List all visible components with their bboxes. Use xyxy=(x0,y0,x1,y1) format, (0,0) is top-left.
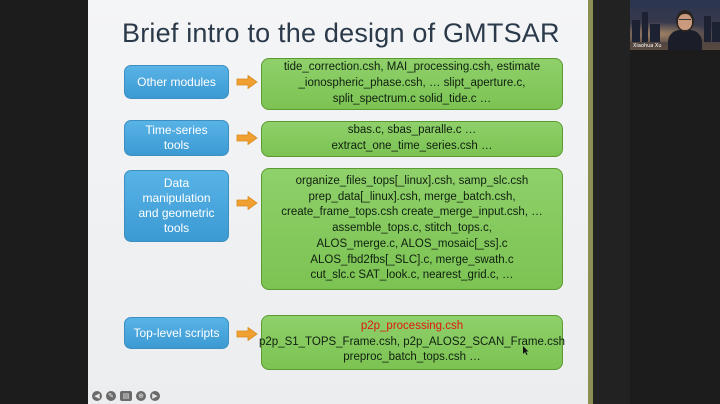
content-line: cut_slc.c SAT_look.c, nearest_grid.c, … xyxy=(310,269,514,282)
participant-avatar xyxy=(678,14,692,30)
video-background xyxy=(704,16,711,42)
content-line: preproc_batch_tops.csh … xyxy=(343,351,481,364)
presentation-slide: Brief intro to the design of GMTSAR Othe… xyxy=(88,0,593,404)
content-top-level-scripts: p2p_processing.csh p2p_S1_TOPS_Frame.csh… xyxy=(259,315,565,370)
video-background xyxy=(642,12,648,42)
content-time-series-tools: sbas.c, sbas_paralle.c … extract_one_tim… xyxy=(261,121,563,157)
participant-name: Xiaohua Xu xyxy=(633,43,662,49)
content-line: _ionospheric_phase.csh, … slipt_aperture… xyxy=(298,77,526,90)
content-data-manipulation: organize_files_tops[_linux].csh, samp_sl… xyxy=(261,168,563,290)
slideshow-toolbar: ◀ ✎ ▤ ⊕ ▶ xyxy=(88,389,160,403)
arrow-right-icon xyxy=(236,327,258,341)
content-line: organize_files_tops[_linux].csh, samp_sl… xyxy=(295,175,529,188)
slide-title: Brief intro to the design of GMTSAR xyxy=(122,18,560,48)
pen-icon[interactable]: ✎ xyxy=(106,391,116,401)
content-line: ALOS_merge.c, ALOS_mosaic[_ss].c xyxy=(316,237,508,250)
next-icon[interactable]: ▶ xyxy=(150,391,160,401)
category-top-level-scripts: Top-level scripts xyxy=(124,317,229,349)
mouse-cursor-icon xyxy=(523,346,529,355)
arrow-right-icon xyxy=(236,131,258,145)
content-line: create_frame_tops.csh create_merge_input… xyxy=(281,206,543,219)
arrow-right-icon xyxy=(236,196,258,210)
prev-icon[interactable]: ◀ xyxy=(92,391,102,401)
participant-video-tile[interactable]: Xiaohua Xu xyxy=(630,0,720,50)
category-data-manipulation: Data manipulation and geometric tools xyxy=(124,170,229,242)
video-background xyxy=(650,24,660,42)
participant-avatar xyxy=(679,19,691,22)
content-line: split_spectrum.c solid_tide.c … xyxy=(332,92,492,105)
content-other-modules: tide_correction.csh, MAI_processing.csh,… xyxy=(261,58,563,110)
content-line: ALOS_fbd2fbs[_SLC].c, merge_swath.c xyxy=(310,253,514,266)
slides-icon[interactable]: ▤ xyxy=(120,391,132,401)
participant-avatar xyxy=(668,30,702,50)
video-background xyxy=(632,20,640,42)
arrow-right-icon xyxy=(236,75,258,89)
category-other-modules: Other modules xyxy=(124,65,229,99)
content-line: tide_correction.csh, MAI_processing.csh,… xyxy=(283,61,541,74)
content-line: assemble_tops.c, stitch_tops.c, xyxy=(332,222,492,235)
video-panel-background xyxy=(630,50,720,404)
background-gap xyxy=(593,0,630,404)
content-line: p2p_S1_TOPS_Frame.csh, p2p_ALOS2_SCAN_Fr… xyxy=(259,335,565,348)
category-time-series-tools: Time-series tools xyxy=(124,120,229,156)
content-line: prep_data[_linux].csh, merge_batch.csh, xyxy=(308,190,516,203)
video-background xyxy=(712,22,720,42)
slide-border xyxy=(588,0,593,404)
content-line: extract_one_time_series.csh … xyxy=(331,140,493,152)
content-line: sbas.c, sbas_paralle.c … xyxy=(347,124,477,137)
zoom-icon[interactable]: ⊕ xyxy=(136,391,146,401)
content-line-highlighted: p2p_processing.csh xyxy=(360,319,464,332)
